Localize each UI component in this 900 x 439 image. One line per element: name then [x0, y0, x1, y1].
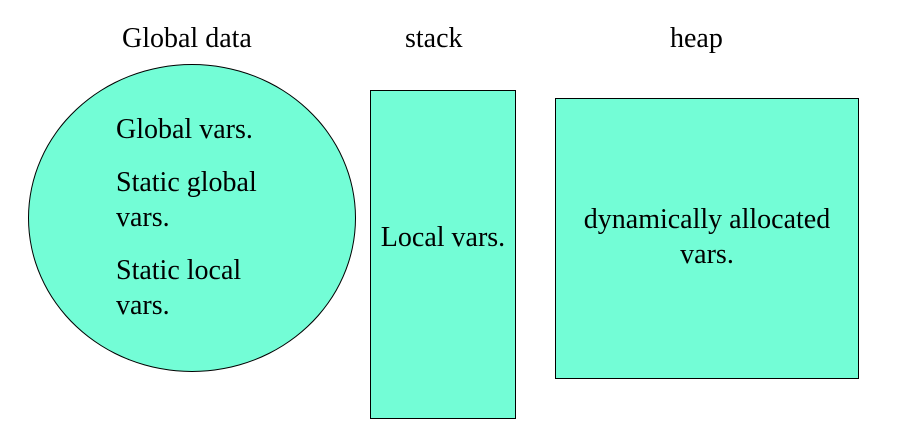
static-global-vars-label: Static global vars.: [116, 167, 257, 233]
global-vars-label: Global vars.: [116, 114, 253, 145]
dynamically-allocated-vars-label: dynamically allocated vars.: [583, 204, 831, 270]
stack-rectangle: [370, 90, 516, 419]
heap-rectangle: [555, 98, 859, 379]
heap-header: heap: [670, 23, 723, 54]
local-vars-label: Local vars.: [380, 222, 506, 253]
stack-header: stack: [405, 23, 463, 54]
global-data-header: Global data: [122, 23, 252, 54]
global-data-ellipse: [28, 64, 356, 372]
static-local-vars-label: Static local vars.: [116, 255, 242, 321]
